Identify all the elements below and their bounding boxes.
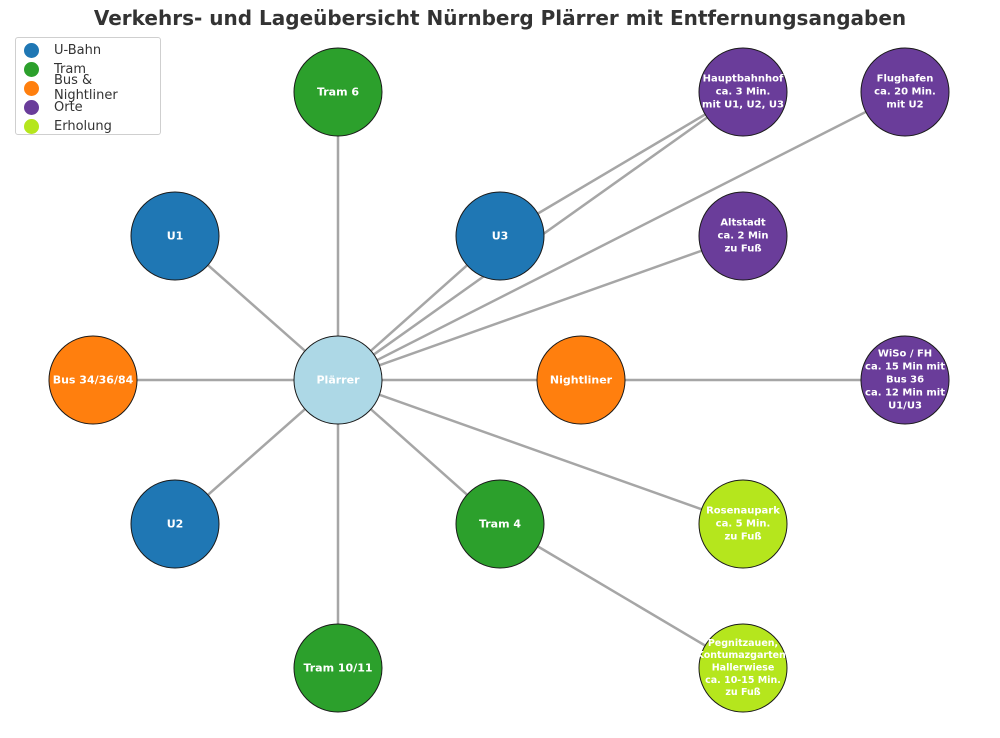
node-circle-u3 (455, 191, 545, 281)
node-u2: U2 (130, 479, 220, 569)
edge-layer (93, 90, 906, 670)
node-label-pegnitz-2: Hallerwiese (712, 663, 775, 674)
node-label-wiso-1: ca. 15 Min mit (865, 362, 945, 373)
node-circle-bus (48, 335, 138, 425)
node-hbf: Hauptbahnhof ca. 3 Min. mit U1, U2, U3 (698, 47, 788, 137)
diagram-title: Verkehrs- und Lageübersicht Nürnberg Plä… (93, 6, 907, 30)
node-label-tram1011-0: Tram 10/11 (303, 662, 372, 675)
edge-plaerrer-flughafen (337, 90, 906, 382)
node-label-tram6-0: Tram 6 (317, 86, 359, 99)
node-u1: U1 (130, 191, 220, 281)
node-label-flughafen-1: ca. 20 Min. (874, 87, 936, 98)
node-bus: Bus 34/36/84 (48, 335, 138, 425)
node-circle-tram6 (293, 47, 383, 137)
legend-swatch-erholung (24, 118, 39, 134)
node-circle-u1 (130, 191, 220, 281)
legend-item-bus-nightliner: Bus & Nightliner (24, 73, 160, 103)
legend-label-u-bahn: U-Bahn (54, 42, 102, 58)
node-label-pegnitz-0: Pegnitzauen, (708, 638, 778, 649)
node-label-pegnitz-4: zu Fuß (725, 687, 760, 698)
node-circle-nightliner (536, 335, 626, 425)
node-label-altstadt-0: Altstadt (720, 218, 766, 229)
node-circle-pegnitz (698, 623, 788, 713)
node-tram4: Tram 4 (455, 479, 545, 569)
legend-item-u-bahn: U-Bahn (24, 40, 101, 60)
node-pegnitz: Pegnitzauen,Kontumazgarten, Hallerwieseca… (697, 623, 790, 713)
node-label-rosenaupark-0: Rosenaupark (706, 506, 780, 517)
node-label-hbf-0: Hauptbahnhof (703, 74, 784, 85)
node-label-altstadt-1: ca. 2 Min (718, 231, 769, 242)
legend-label-erholung: Erholung (54, 118, 112, 134)
legend-swatch-orte (24, 99, 39, 115)
legend: U-Bahn Tram Bus & Nightliner Orte Erholu… (15, 37, 161, 135)
node-label-wiso-2: Bus 36 (886, 375, 924, 386)
node-label-flughafen-2: mit U2 (886, 100, 923, 111)
node-flughafen: Flughafen ca. 20 Min. mit U2 (860, 47, 950, 137)
node-circle-flughafen (860, 47, 950, 137)
node-circle-wiso (860, 335, 950, 425)
node-circle-plaerrer (293, 335, 383, 425)
node-circle-rosenaupark (698, 479, 788, 569)
node-circle-tram4 (455, 479, 545, 569)
node-label-wiso-4: U1/U3 (888, 401, 922, 412)
node-label-u3-0: U3 (492, 230, 509, 243)
node-nightliner: Nightliner (536, 335, 626, 425)
edge-tram4-pegnitz (499, 522, 744, 670)
node-u3: U3 (455, 191, 545, 281)
legend-swatch-u-bahn (24, 42, 39, 58)
node-label-wiso-0: WiSo / FH (878, 349, 932, 360)
node-tram1011: Tram 10/11 (293, 623, 383, 713)
legend-label-tram: Tram (54, 61, 87, 77)
node-label-plaerrer-0: Plärrer (317, 374, 361, 387)
node-label-bus-0: Bus 34/36/84 (53, 374, 134, 387)
node-label-u1-0: U1 (167, 230, 184, 243)
node-circle-hbf (698, 47, 788, 137)
edge-plaerrer-altstadt (337, 234, 744, 382)
node-label-rosenaupark-1: ca. 5 Min. (716, 519, 771, 530)
node-tram6: Tram 6 (293, 47, 383, 137)
node-label-u2-0: U2 (167, 518, 184, 531)
legend-label-orte: Orte (54, 99, 83, 115)
node-circle-altstadt (698, 191, 788, 281)
node-rosenaupark: Rosenaupark ca. 5 Min. zu Fuß (698, 479, 788, 569)
legend-swatch-bus-nightliner (24, 80, 39, 96)
node-label-pegnitz-1: Kontumazgarten, (697, 650, 790, 661)
legend-item-tram: Tram (24, 59, 86, 79)
node-label-rosenaupark-2: zu Fuß (724, 532, 761, 543)
node-label-tram4-0: Tram 4 (479, 518, 521, 531)
legend-item-orte: Orte (24, 97, 83, 117)
legend-swatch-tram (24, 61, 39, 77)
node-circle-u2 (130, 479, 220, 569)
node-label-hbf-1: ca. 3 Min. (716, 87, 771, 98)
node-label-altstadt-2: zu Fuß (724, 244, 761, 255)
node-label-flughafen-0: Flughafen (877, 74, 934, 85)
legend-label-bus-nightliner: Bus & Nightliner (53, 73, 118, 103)
node-plaerrer: Plärrer (293, 335, 383, 425)
node-label-nightliner-0: Nightliner (550, 374, 613, 387)
node-label-pegnitz-3: ca. 10-15 Min. (705, 675, 781, 686)
node-circle-tram1011 (293, 623, 383, 713)
legend-item-erholung: Erholung (24, 116, 112, 136)
edge-u3-hbf (499, 90, 744, 238)
node-altstadt: Altstadt ca. 2 Min zu Fuß (698, 191, 788, 281)
edge-plaerrer-rosenaupark (337, 378, 744, 526)
node-label-hbf-2: mit U1, U2, U3 (702, 100, 784, 111)
node-label-wiso-3: ca. 12 Min mit (865, 388, 945, 399)
